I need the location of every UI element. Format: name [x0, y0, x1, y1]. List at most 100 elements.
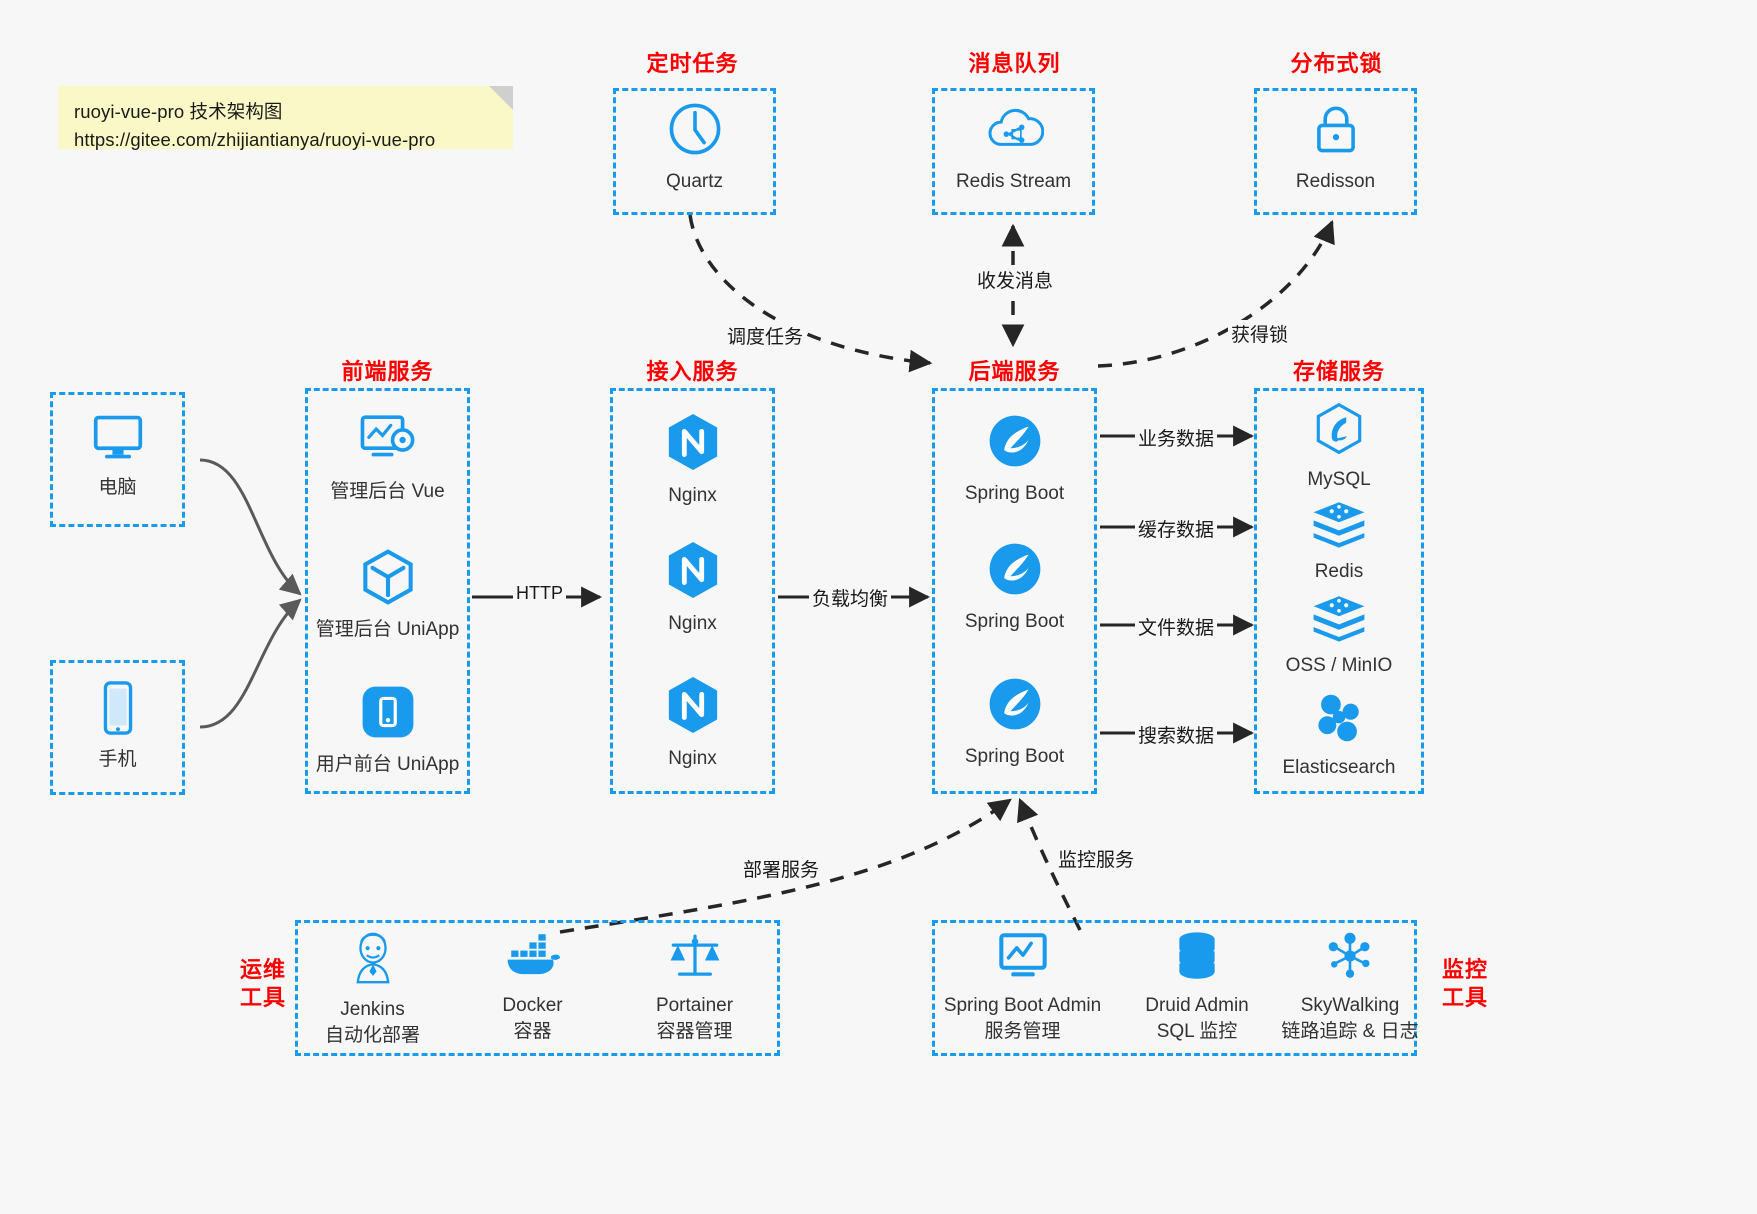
group-box-monitor — [932, 920, 1417, 1056]
edge-label-http: HTTP — [513, 583, 566, 604]
group-title-monitor-line1: 监控 — [1441, 957, 1488, 982]
node-sublabel: 容器 — [513, 1020, 552, 1042]
lock-icon — [1254, 100, 1417, 163]
node-label: Portainer — [655, 995, 734, 1016]
node-label: Redis — [1314, 561, 1364, 582]
group-box-scheduler — [613, 88, 776, 215]
spring-leaf-icon — [932, 675, 1097, 738]
nginx-icon — [610, 540, 775, 605]
node-user-uniapp[interactable]: 用户前台 UniApp — [305, 683, 470, 778]
group-box-lock — [1254, 88, 1417, 215]
node-label: Spring Boot — [964, 483, 1065, 504]
group-title-monitor-line2: 工具 — [1441, 984, 1488, 1010]
node-springboot-2[interactable]: Spring Boot — [932, 540, 1097, 635]
cloud-stream-icon — [932, 100, 1095, 163]
group-title-storage: 存储服务 — [1292, 359, 1385, 384]
node-pc[interactable]: 电脑 — [50, 412, 185, 501]
node-sublabel: SQL 监控 — [1156, 1020, 1238, 1042]
node-phone[interactable]: 手机 — [50, 680, 185, 773]
node-label: Redisson — [1295, 171, 1376, 192]
edge-label-acquire-lock: 获得锁 — [1228, 320, 1292, 347]
group-box-pc — [50, 392, 185, 527]
node-springboot-3[interactable]: Spring Boot — [932, 675, 1097, 770]
node-nginx-3[interactable]: Nginx — [610, 675, 775, 772]
spring-leaf-icon — [932, 412, 1097, 475]
node-druid-admin[interactable]: Druid Admin SQL 监控 — [1122, 930, 1272, 1044]
node-docker[interactable]: Docker 容器 — [460, 930, 605, 1044]
node-springboot-1[interactable]: Spring Boot — [932, 412, 1097, 507]
node-label: SkyWalking — [1300, 995, 1400, 1016]
node-label: OSS / MinIO — [1285, 655, 1393, 676]
node-sublabel: 容器管理 — [656, 1020, 733, 1042]
node-oss-minio[interactable]: OSS / MinIO — [1254, 594, 1424, 679]
edge-label-file-data: 文件数据 — [1135, 613, 1218, 640]
node-label: Spring Boot — [964, 746, 1065, 767]
node-sublabel: 自动化部署 — [324, 1024, 420, 1046]
edge-label-monitor-service: 监控服务 — [1055, 845, 1138, 872]
node-nginx-1[interactable]: Nginx — [610, 412, 775, 509]
edge-label-business-data: 业务数据 — [1135, 424, 1218, 451]
group-title-scheduler: 定时任务 — [646, 51, 739, 76]
desktop-icon — [50, 412, 185, 469]
mysql-dolphin-icon — [1254, 402, 1424, 461]
node-admin-uniapp[interactable]: 管理后台 UniApp — [305, 548, 470, 643]
info-note: ruoyi-vue-pro 技术架构图 https://gitee.com/zh… — [58, 86, 513, 150]
node-redis-stream[interactable]: Redis Stream — [932, 100, 1095, 195]
node-label: Elasticsearch — [1282, 757, 1396, 778]
node-label: Nginx — [668, 613, 717, 634]
node-mysql[interactable]: MySQL — [1254, 402, 1424, 493]
node-admin-vue[interactable]: 管理后台 Vue — [305, 412, 470, 505]
edge-label-send-receive-message: 收发消息 — [974, 266, 1057, 293]
group-title-monitor: 监控 工具 — [1430, 956, 1500, 1011]
node-label: 手机 — [98, 749, 137, 770]
nginx-icon — [610, 412, 775, 477]
group-box-gateway — [610, 388, 775, 794]
node-sublabel: 服务管理 — [984, 1020, 1061, 1042]
app-square-icon — [305, 683, 470, 746]
node-nginx-2[interactable]: Nginx — [610, 540, 775, 637]
node-redis[interactable]: Redis — [1254, 500, 1424, 585]
monitor-chart-icon — [940, 930, 1105, 987]
dashboard-gear-icon — [305, 412, 470, 473]
node-elasticsearch[interactable]: Elasticsearch — [1254, 692, 1424, 781]
note-fold-icon — [489, 86, 513, 110]
edge-label-load-balance: 负载均衡 — [809, 584, 892, 611]
edge-label-search-data: 搜索数据 — [1135, 721, 1218, 748]
database-icon — [1122, 930, 1272, 987]
group-title-devops-line2: 工具 — [239, 984, 286, 1010]
group-box-devops — [295, 920, 780, 1056]
node-label: Spring Boot — [964, 611, 1065, 632]
docker-whale-icon — [460, 930, 605, 987]
node-label: 管理后台 UniApp — [315, 619, 460, 640]
node-sublabel: 链路追踪 & 日志 — [1281, 1020, 1419, 1042]
node-label: MySQL — [1307, 469, 1371, 490]
cube-icon — [305, 548, 470, 611]
node-label: 管理后台 Vue — [330, 481, 445, 502]
nginx-icon — [610, 675, 775, 740]
group-title-devops: 运维 工具 — [228, 956, 298, 1011]
clock-icon — [613, 100, 776, 163]
node-portainer[interactable]: Portainer 容器管理 — [622, 930, 767, 1044]
node-label: Druid Admin — [1145, 995, 1249, 1016]
node-label: Quartz — [665, 171, 724, 192]
group-box-mq — [932, 88, 1095, 215]
node-label: 电脑 — [98, 477, 137, 498]
jenkins-butler-icon — [300, 930, 445, 991]
group-box-frontend — [305, 388, 470, 794]
node-redisson[interactable]: Redisson — [1254, 100, 1417, 195]
node-label: Nginx — [668, 485, 717, 506]
edge-label-cache-data: 缓存数据 — [1135, 515, 1218, 542]
node-skywalking[interactable]: SkyWalking 链路追踪 & 日志 — [1270, 930, 1430, 1044]
node-spring-boot-admin[interactable]: Spring Boot Admin 服务管理 — [940, 930, 1105, 1044]
mobile-icon — [50, 680, 185, 741]
node-quartz[interactable]: Quartz — [613, 100, 776, 195]
group-box-phone — [50, 660, 185, 795]
node-jenkins[interactable]: Jenkins 自动化部署 — [300, 930, 445, 1048]
edge-label-schedule-task: 调度任务 — [724, 322, 807, 349]
network-nodes-icon — [1270, 930, 1430, 987]
node-label: Jenkins — [340, 999, 405, 1020]
note-url: https://gitee.com/zhijiantianya/ruoyi-vu… — [74, 128, 436, 150]
group-title-gateway: 接入服务 — [646, 359, 739, 384]
group-title-mq: 消息队列 — [968, 51, 1061, 76]
group-title-backend: 后端服务 — [968, 359, 1061, 384]
